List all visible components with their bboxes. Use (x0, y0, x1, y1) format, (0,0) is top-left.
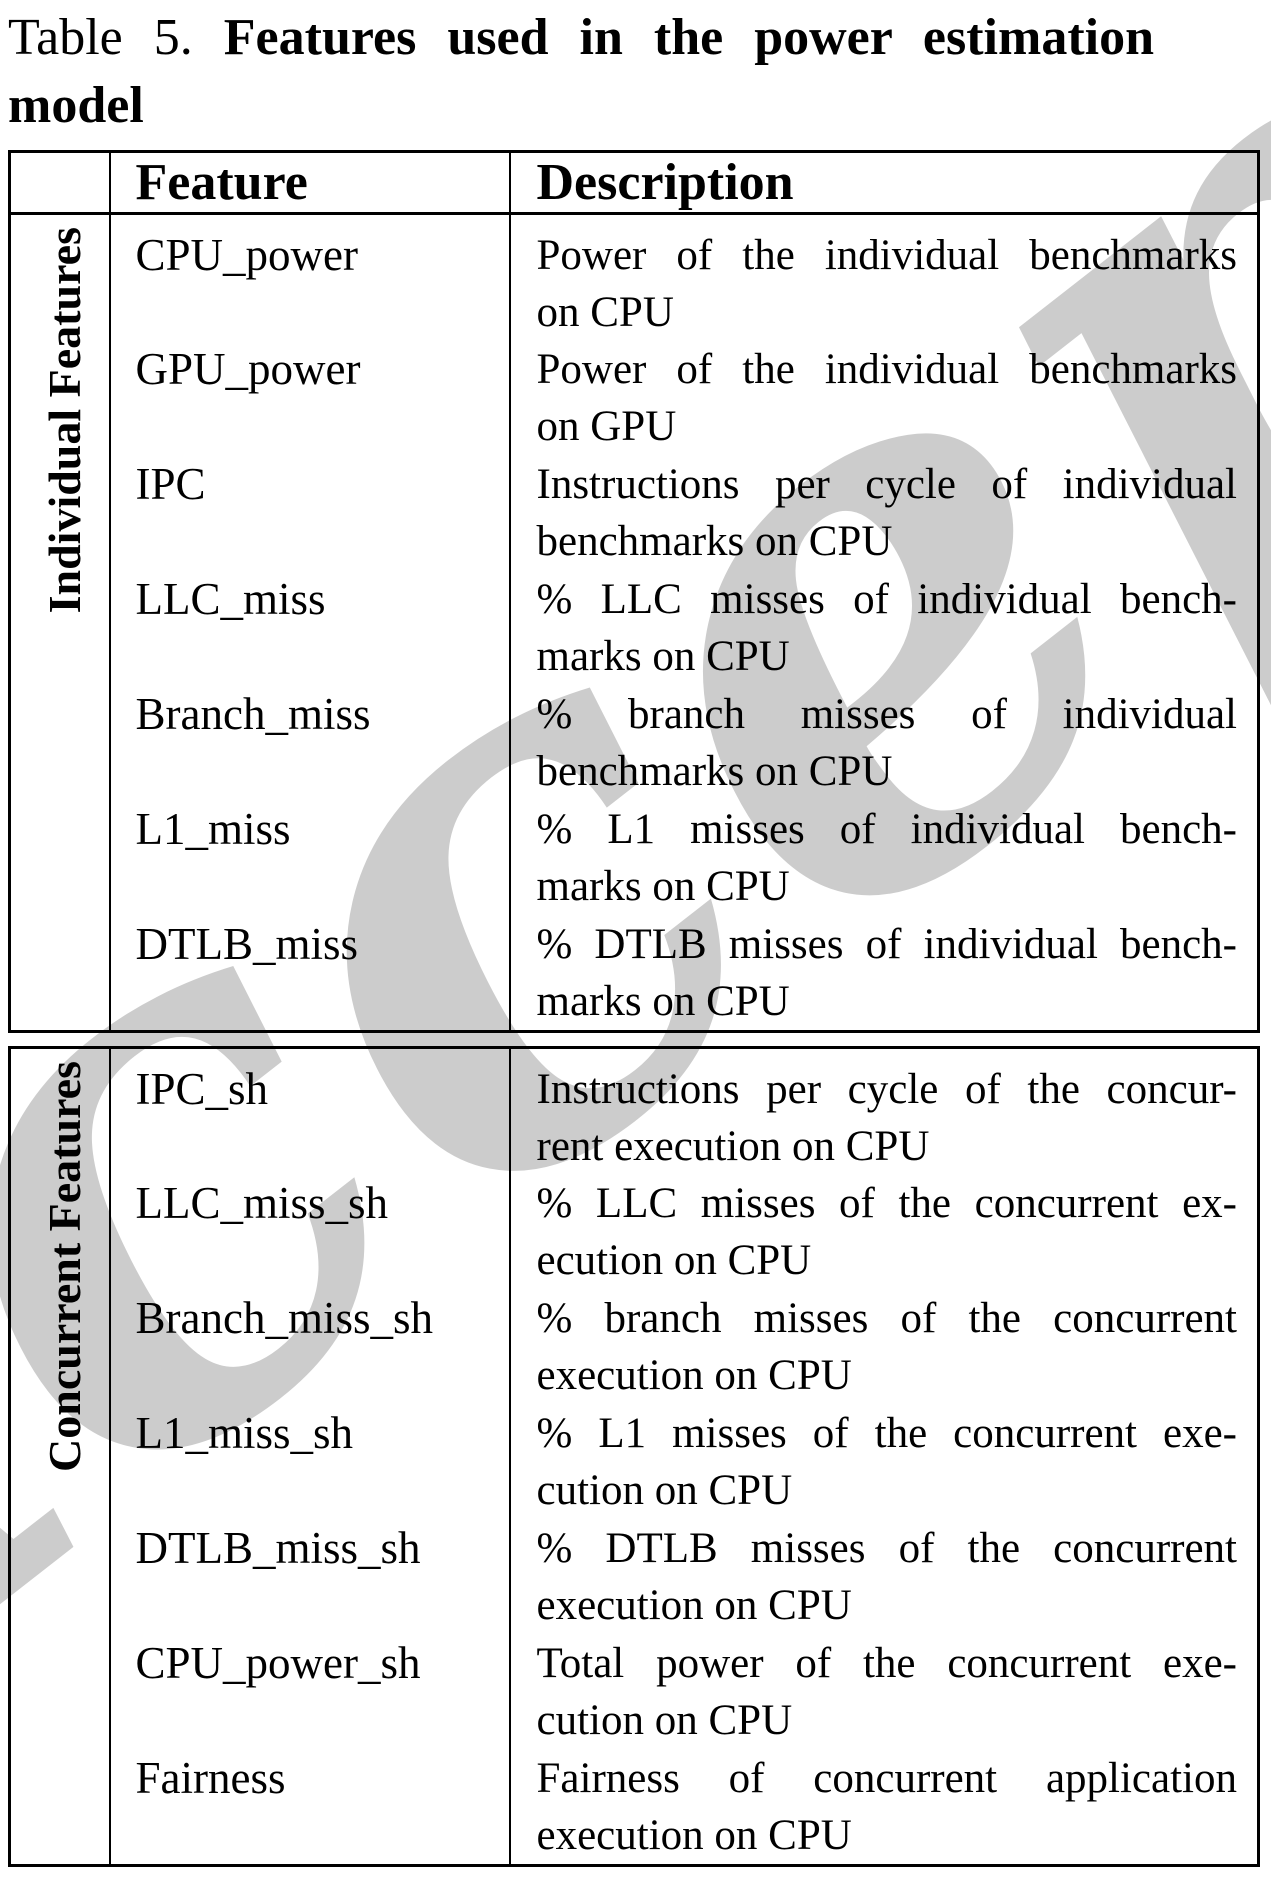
description-line-1: % L1 misses of the concurrent exe- (536, 1410, 1238, 1457)
description-line-2: execution on CPU (536, 1352, 852, 1399)
feature-description: % LLC misses of individual bench- marks … (508, 571, 1260, 686)
feature-description: Instructions per cycle of the concur- re… (508, 1047, 1260, 1175)
description-line-1: % DTLB misses of individual bench- (536, 921, 1238, 968)
table-row: GPU_power Power of the individual benchm… (10, 341, 1260, 456)
description-line-2: benchmarks on CPU (536, 748, 893, 795)
feature-description: Power of the individual benchmarks on CP… (508, 213, 1260, 341)
description-line-2: marks on CPU (536, 863, 790, 910)
table-row: LLC_miss % LLC misses of individual benc… (10, 571, 1260, 686)
header-cell-empty (8, 151, 111, 215)
description-line-2: marks on CPU (536, 978, 790, 1025)
description-line-2: execution on CPU (536, 1582, 852, 1629)
feature-description: Fairness of concurrent application execu… (508, 1750, 1260, 1866)
table-row: Concurrent Features IPC_sh Instructions … (8, 1047, 1260, 1866)
table-caption-line1: Table 5. Features used in the power esti… (8, 4, 1154, 72)
feature-name: LLC_miss (108, 571, 511, 686)
header-row: Feature Description (8, 151, 1260, 215)
feature-description: % L1 misses of individual bench- marks o… (508, 801, 1260, 916)
description-line-1: % LLC misses of the concurrent ex- (536, 1180, 1238, 1227)
feature-name: L1_miss (108, 801, 511, 916)
feature-name: IPC_sh (108, 1047, 511, 1175)
feature-description: Power of the individual benchmarks on GP… (508, 341, 1260, 456)
feature-description: % DTLB misses of the concurrent executio… (508, 1520, 1260, 1635)
feature-description: % branch misses of the concurrent execut… (508, 1290, 1260, 1405)
description-line-1: Instructions per cycle of the concur- (536, 1066, 1238, 1113)
description-line-2: ecution on CPU (536, 1237, 812, 1284)
feature-name: CPU_power_sh (108, 1635, 511, 1750)
description-line-1: % LLC misses of individual bench- (536, 576, 1238, 623)
description-line-2: cution on CPU (536, 1697, 793, 1744)
feature-name: LLC_miss_sh (108, 1175, 511, 1290)
feature-name: L1_miss_sh (108, 1405, 511, 1520)
feature-name: IPC (108, 456, 511, 571)
feature-description: Total power of the concurrent exe- cutio… (508, 1635, 1260, 1750)
feature-name: DTLB_miss_sh (108, 1520, 511, 1635)
table-row: Branch_miss % branch misses of individua… (10, 686, 1260, 801)
row-group-cell: Concurrent Features (8, 1047, 111, 1866)
feature-description: % LLC misses of the concurrent ex- ecuti… (508, 1175, 1260, 1290)
description-line-2: on GPU (536, 403, 677, 450)
features-table-individual: Feature Description Individual Features … (8, 150, 1260, 1033)
description-line-1: Fairness of concurrent application (536, 1755, 1238, 1802)
feature-description: % branch misses of individual benchmarks… (508, 686, 1260, 801)
table-caption-title: Features used in the power estimation (223, 9, 1154, 66)
feature-name: CPU_power (108, 213, 511, 341)
table-row: Individual Features CPU_power Power of t… (8, 213, 1260, 1032)
table-caption-label: Table 5. (8, 9, 193, 66)
description-line-1: Instructions per cycle of individual (536, 461, 1238, 508)
feature-description: % L1 misses of the concurrent exe- cutio… (508, 1405, 1260, 1520)
feature-name: DTLB_miss (108, 916, 511, 1032)
description-line-1: % branch misses of the concurrent (536, 1295, 1238, 1342)
description-line-1: % DTLB misses of the concurrent (536, 1525, 1238, 1572)
table-row: IPC Instructions per cycle of individual… (10, 456, 1260, 571)
header-cell-feature: Feature (108, 151, 511, 215)
row-group-label-individual-features: Individual Features (38, 227, 90, 614)
feature-name: Branch_miss (108, 686, 511, 801)
table-row: L1_miss % L1 misses of individual bench-… (10, 801, 1260, 916)
table-row: LLC_miss_sh % LLC misses of the concurre… (10, 1175, 1260, 1290)
description-line-1: Total power of the concurrent exe- (536, 1640, 1238, 1687)
description-line-1: % L1 misses of individual bench- (536, 806, 1238, 853)
description-line-1: Power of the individual benchmarks (536, 346, 1238, 393)
row-group-cell: Individual Features (8, 213, 111, 1032)
feature-name: Fairness (108, 1750, 511, 1866)
feature-description: Instructions per cycle of individual ben… (508, 456, 1260, 571)
table-caption-line2: model (8, 77, 144, 134)
description-line-2: cution on CPU (536, 1467, 793, 1514)
row-group-label-concurrent-features: Concurrent Features (38, 1061, 90, 1472)
feature-description: % DTLB misses of individual bench- marks… (508, 916, 1260, 1032)
feature-name: GPU_power (108, 341, 511, 456)
table-row: Fairness Fairness of concurrent applicat… (10, 1750, 1260, 1866)
table-row: L1_miss_sh % L1 misses of the concurrent… (10, 1405, 1260, 1520)
table-caption: Table 5. Features used in the power esti… (8, 4, 1154, 140)
feature-name: Branch_miss_sh (108, 1290, 511, 1405)
description-line-2: execution on CPU (536, 1812, 852, 1859)
description-line-2: marks on CPU (536, 633, 790, 680)
features-table-concurrent: Concurrent Features IPC_sh Instructions … (8, 1046, 1260, 1867)
description-line-2: on CPU (536, 289, 674, 336)
table-row: Branch_miss_sh % branch misses of the co… (10, 1290, 1260, 1405)
table-row: CPU_power_sh Total power of the concurre… (10, 1635, 1260, 1750)
description-line-1: Power of the individual benchmarks (536, 232, 1238, 279)
table-row: DTLB_miss % DTLB misses of individual be… (10, 916, 1260, 1032)
description-line-1: % branch misses of individual (536, 691, 1238, 738)
header-cell-description: Description (508, 151, 1260, 215)
description-line-2: rent execution on CPU (536, 1123, 930, 1170)
table-row: DTLB_miss_sh % DTLB misses of the concur… (10, 1520, 1260, 1635)
description-line-2: benchmarks on CPU (536, 518, 893, 565)
